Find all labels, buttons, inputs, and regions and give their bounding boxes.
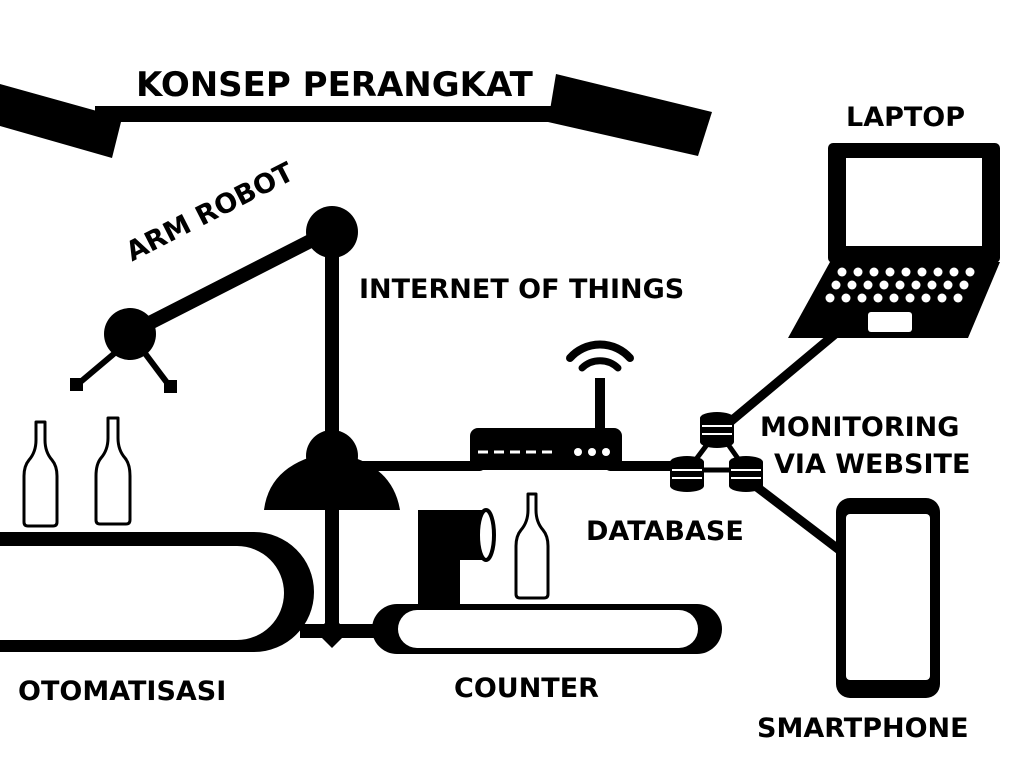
laptop-key: [847, 280, 857, 290]
smartphone-label: SMARTPHONE: [757, 713, 969, 744]
laptop-key: [937, 293, 947, 303]
monitoring-label-line1: MONITORING: [760, 412, 960, 443]
laptop-key: [863, 280, 873, 290]
wifi-icon: [566, 340, 634, 372]
laptop-key: [901, 267, 911, 277]
sensor-icon: [418, 508, 496, 610]
laptop-key: [917, 267, 927, 277]
smartphone-icon: [836, 498, 940, 698]
database-icon: [670, 412, 763, 492]
laptop-key: [841, 293, 851, 303]
diagram-title: KONSEP PERANGKAT: [136, 65, 533, 105]
laptop-key: [895, 280, 905, 290]
laptop-key: [885, 267, 895, 277]
laptop-key: [889, 293, 899, 303]
title-banner: [0, 74, 712, 158]
laptop-icon: [788, 143, 1000, 338]
laptop-key: [943, 280, 953, 290]
monitoring-label-line2: VIA WEBSITE: [774, 449, 971, 480]
iot-label: INTERNET OF THINGS: [359, 274, 685, 305]
otomatisasi-label: OTOMATISASI: [18, 676, 227, 707]
router-icon: [470, 378, 622, 470]
laptop-key: [873, 293, 883, 303]
laptop-keyboard: [825, 267, 975, 303]
laptop-key: [831, 280, 841, 290]
database-label: DATABASE: [586, 516, 744, 547]
laptop-key: [879, 280, 889, 290]
laptop-key: [825, 293, 835, 303]
laptop-key: [921, 293, 931, 303]
bottle-icon: [22, 416, 550, 600]
laptop-label: LAPTOP: [846, 102, 966, 133]
conveyor-icon: [0, 532, 380, 652]
laptop-key: [853, 267, 863, 277]
laptop-key: [933, 267, 943, 277]
laptop-key: [905, 293, 915, 303]
counter-conveyor-icon: [372, 604, 722, 654]
laptop-key: [869, 267, 879, 277]
laptop-key: [927, 280, 937, 290]
laptop-key: [837, 267, 847, 277]
laptop-key: [949, 267, 959, 277]
laptop-key: [959, 280, 969, 290]
laptop-key: [911, 280, 921, 290]
laptop-key: [953, 293, 963, 303]
arm-robot-icon: [70, 206, 400, 648]
laptop-key: [857, 293, 867, 303]
counter-label: COUNTER: [454, 673, 599, 704]
laptop-key: [965, 267, 975, 277]
